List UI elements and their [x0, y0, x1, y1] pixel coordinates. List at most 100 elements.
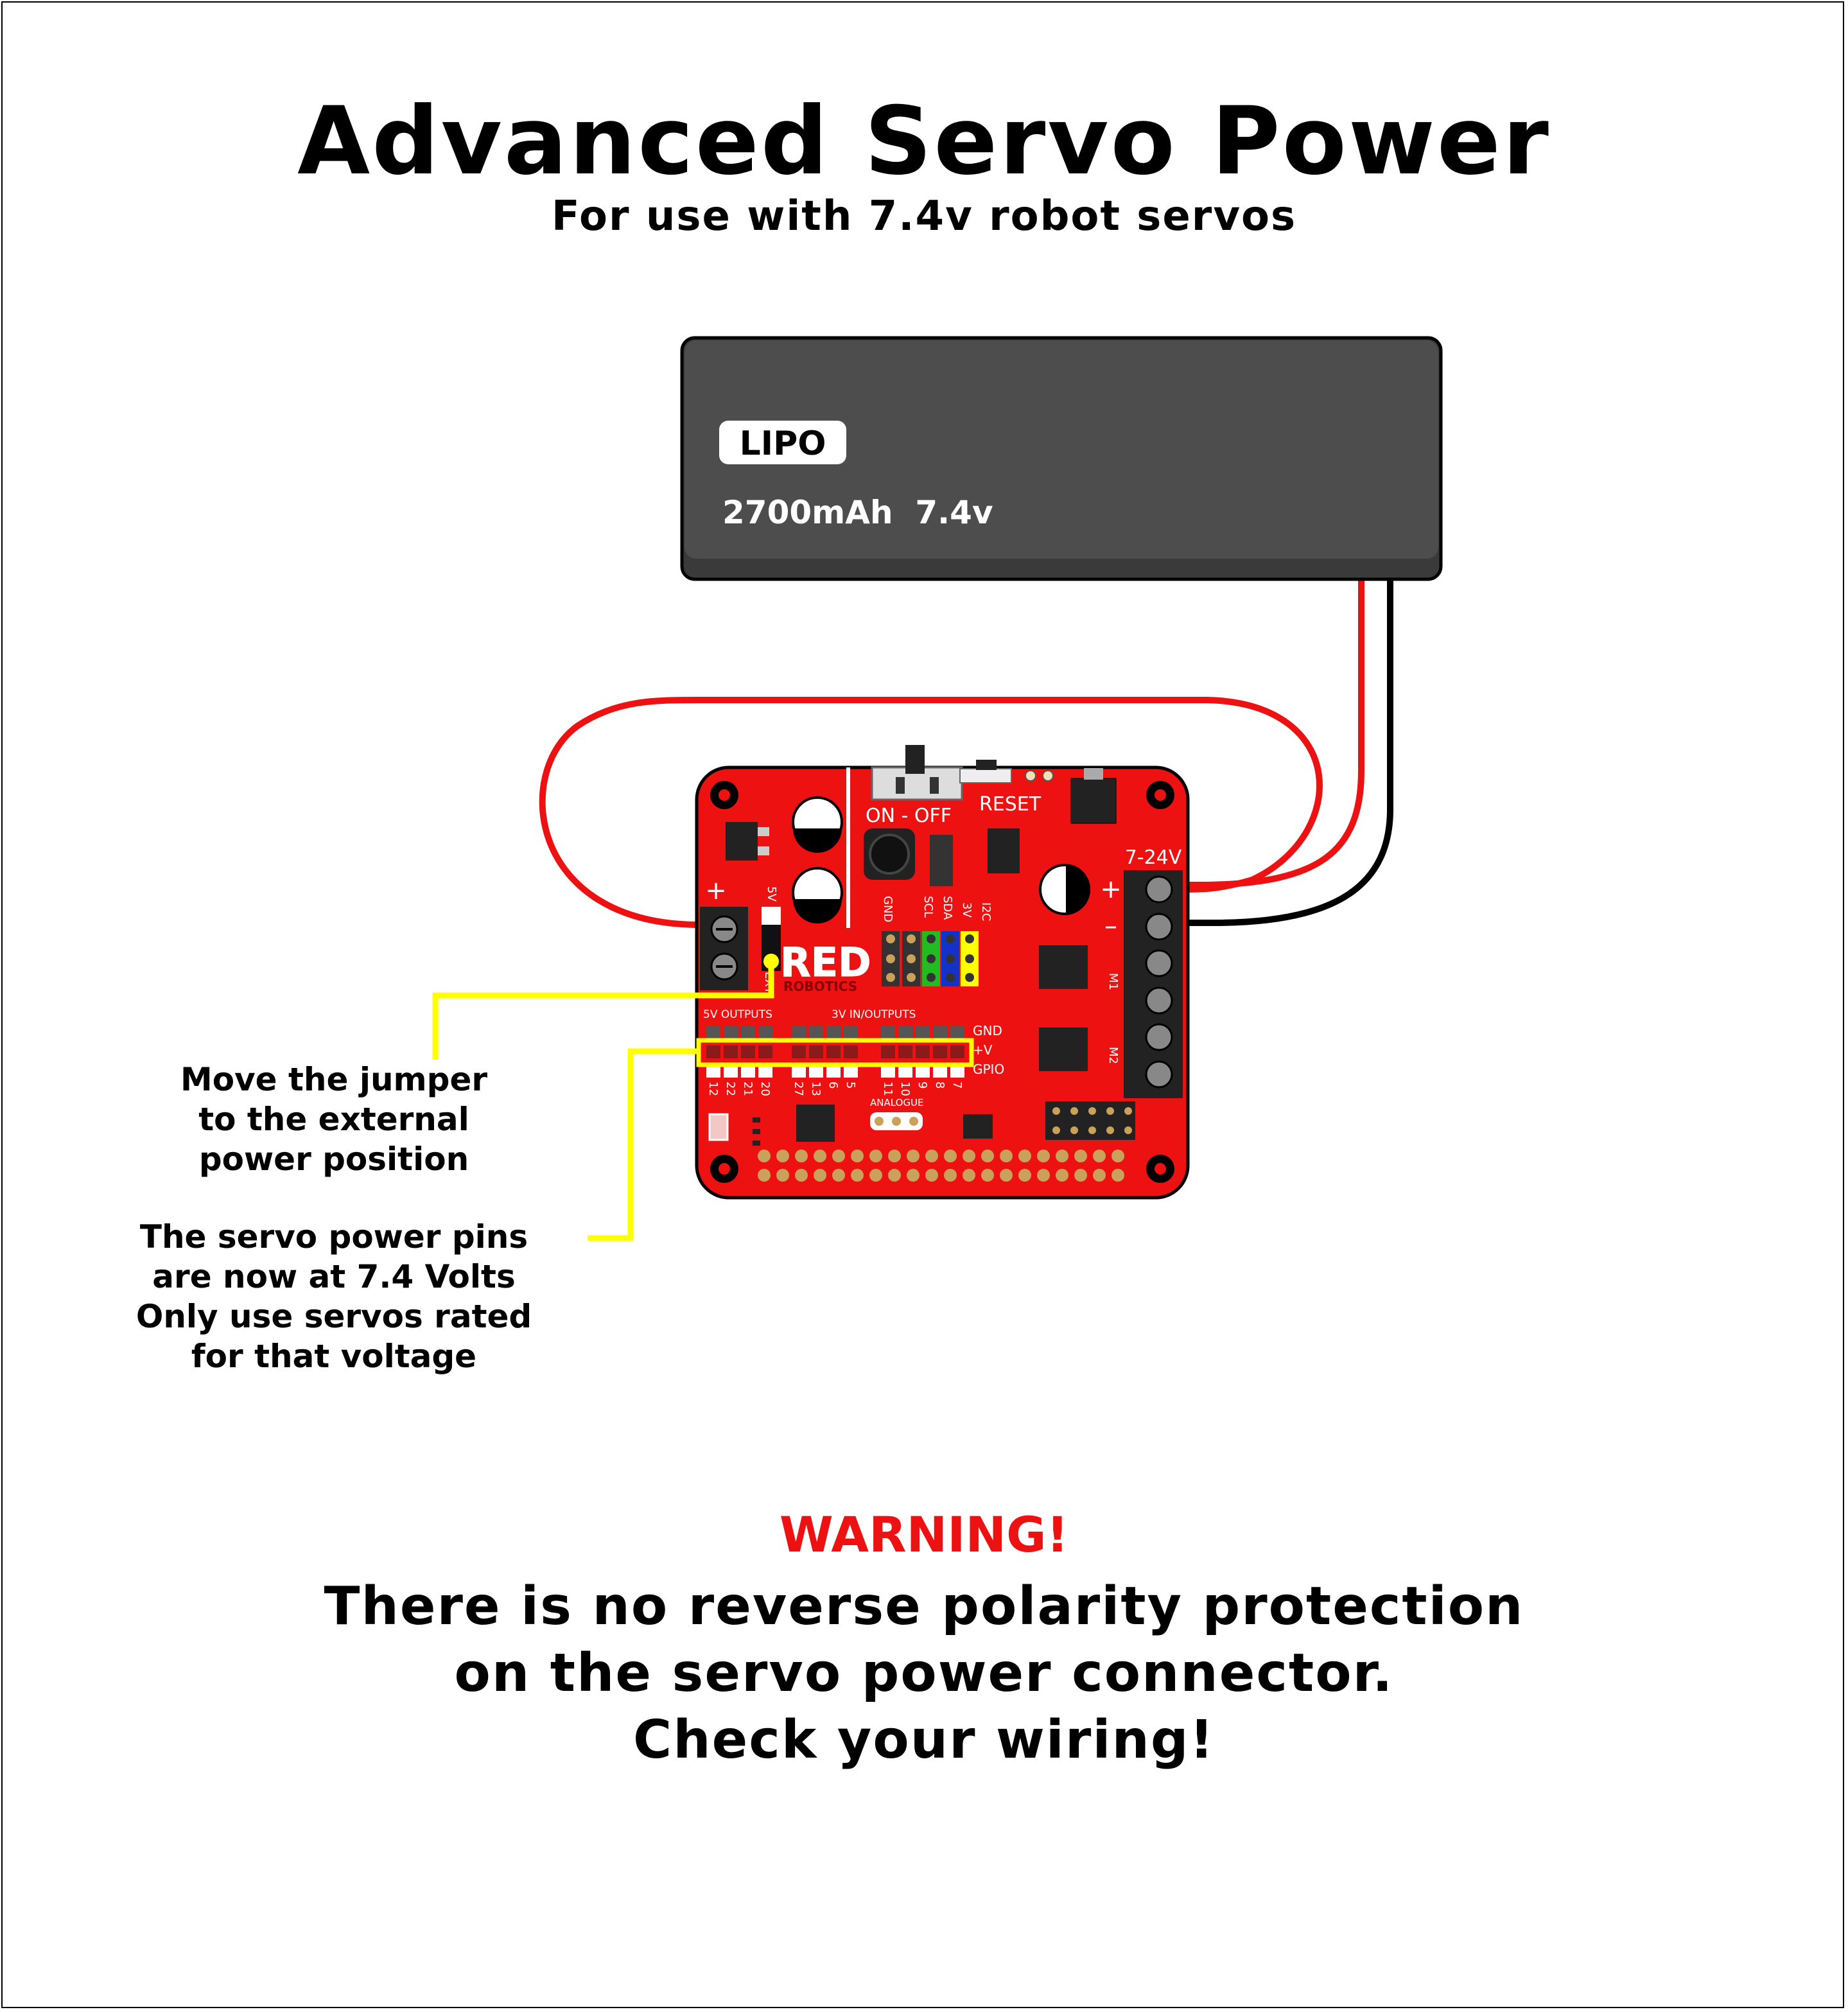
- page-subtitle: For use with 7.4v robot servos: [551, 193, 1297, 240]
- servo-pin: [933, 1026, 947, 1039]
- jumper-callout-line: [432, 963, 774, 1060]
- servo-pin: [844, 1045, 858, 1058]
- gpio-hole: [888, 1150, 901, 1162]
- gpio-hole: [851, 1169, 864, 1182]
- power-input-terminal: 7-24V + –: [1100, 846, 1183, 1098]
- gpio-hole: [1093, 1169, 1106, 1182]
- battery-spec: 2700mAh 7.4v: [722, 494, 993, 531]
- servo-pin: [792, 1026, 806, 1039]
- gpio-hole: [944, 1169, 957, 1182]
- servo-pin: [933, 1065, 947, 1078]
- gpio-hole: [907, 1169, 920, 1182]
- pin-number: 5: [844, 1081, 857, 1089]
- controller-board: ON - OFF RESET: [695, 745, 1190, 1200]
- servo-pin: [844, 1065, 858, 1078]
- jumper-note-line: Move the jumper: [180, 1061, 488, 1098]
- i2c-label-gnd: GND: [881, 896, 894, 922]
- servo-pin: [809, 1065, 823, 1078]
- i2c-label-i2c: I2C: [979, 902, 993, 921]
- servo-pins-callout-line: [588, 1048, 699, 1241]
- gpio-hole: [1093, 1150, 1106, 1162]
- servo-pin: [881, 1045, 895, 1058]
- warning-body: There is no reverse polarity protection …: [0, 1573, 1848, 1774]
- warning-title: WARNING!: [779, 1506, 1069, 1563]
- gpio-hole: [1037, 1169, 1050, 1182]
- lipo-battery: LIPO 2700mAh 7.4v: [680, 336, 1443, 581]
- gpio-hole: [869, 1150, 882, 1162]
- gpio-hole: [1000, 1169, 1013, 1182]
- servo-pin: [741, 1026, 755, 1039]
- pin-number: 9: [916, 1081, 929, 1089]
- servo-pin: [881, 1026, 895, 1039]
- servo-pin: [826, 1065, 841, 1078]
- pin-number: 20: [758, 1081, 772, 1096]
- servo-pin: [950, 1026, 964, 1039]
- header-3v-label: 3V IN/OUTPUTS: [832, 1008, 916, 1021]
- servo-pin: [758, 1026, 772, 1039]
- servo-pin: [898, 1045, 912, 1058]
- gpio-hole: [981, 1169, 994, 1182]
- gpio-hole: [832, 1169, 845, 1182]
- jumper-note: Move the jumper to the external power po…: [128, 1060, 539, 1179]
- analogue-label: ANALOGUE: [870, 1097, 923, 1108]
- gpio-hole: [1018, 1150, 1031, 1162]
- servo-pin: [724, 1065, 738, 1078]
- servo-pins-note-line: are now at 7.4 Volts: [152, 1258, 516, 1295]
- lipo-badge: [719, 421, 846, 464]
- row-label-v: +V: [973, 1042, 993, 1058]
- servo-pins-note-line: Only use servos rated: [135, 1298, 532, 1335]
- servo-pin: [706, 1045, 720, 1058]
- pin-number: 27: [792, 1081, 805, 1096]
- servo-pins-note: The servo power pins are now at 7.4 Volt…: [83, 1217, 584, 1376]
- servo-pin: [916, 1065, 930, 1078]
- power-input-label: 7-24V: [1125, 846, 1182, 869]
- gpio-hole: [758, 1169, 771, 1182]
- switch-label: ON - OFF: [866, 805, 952, 827]
- servo-pin: [758, 1045, 772, 1058]
- gpio-hole: [851, 1150, 864, 1162]
- pin-number: 10: [898, 1081, 912, 1096]
- row-label-gnd: GND: [973, 1023, 1002, 1038]
- battery-red-wire: [1181, 578, 1364, 888]
- gpio-hole: [925, 1150, 938, 1162]
- servo-pin: [916, 1026, 930, 1039]
- gpio-hole: [776, 1150, 789, 1162]
- gpio-hole: [1111, 1150, 1124, 1162]
- pin-number: 12: [706, 1081, 720, 1096]
- gpio-hole: [963, 1169, 975, 1182]
- servo-power-red-wire: [539, 697, 1323, 928]
- gpio-hole: [758, 1150, 771, 1162]
- gpio-hole: [814, 1169, 826, 1182]
- servo-pin: [916, 1045, 930, 1058]
- gpio-hole: [1074, 1150, 1087, 1162]
- jumper-5v-label: 5V: [765, 886, 778, 902]
- jumper-note-line: power position: [198, 1141, 469, 1178]
- servo-pin: [898, 1026, 912, 1039]
- gpio-hole: [963, 1150, 975, 1162]
- gpio-hole: [1074, 1169, 1087, 1182]
- reset-label: RESET: [979, 793, 1042, 816]
- servo-pin: [741, 1065, 755, 1078]
- board-logo: RED: [780, 939, 871, 986]
- gpio-hole: [869, 1169, 882, 1182]
- pin-number: 21: [741, 1081, 754, 1096]
- gpio-header-holes: [758, 1150, 1124, 1182]
- servo-pin: [706, 1065, 720, 1078]
- gpio-hole: [1111, 1169, 1124, 1182]
- jumper-note-line: to the external: [198, 1101, 469, 1138]
- wires: [539, 578, 1393, 928]
- gpio-hole: [944, 1150, 957, 1162]
- servo-pin: [792, 1065, 806, 1078]
- gpio-hole: [981, 1150, 994, 1162]
- gpio-hole: [1056, 1150, 1068, 1162]
- servo-plus-label: +: [705, 876, 727, 905]
- motor-label-m2: M2: [1106, 1047, 1120, 1064]
- gpio-hole: [832, 1150, 845, 1162]
- gpio-hole: [888, 1169, 901, 1182]
- servo-header-pins: [706, 1026, 964, 1078]
- servo-pins-note-line: The servo power pins: [139, 1218, 528, 1255]
- warning-line: Check your wiring!: [633, 1710, 1215, 1771]
- servo-pin: [741, 1045, 755, 1058]
